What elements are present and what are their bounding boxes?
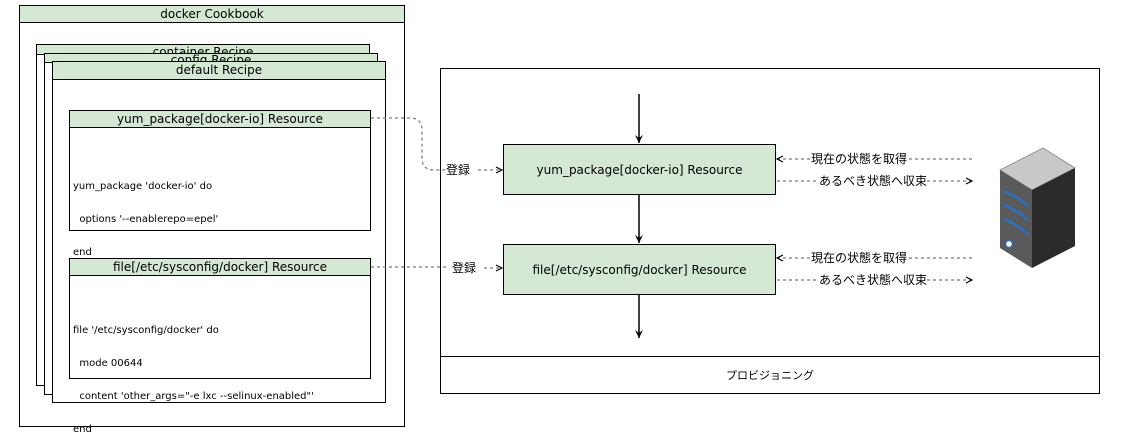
cookbook-resource-yum (69, 110, 371, 231)
register-label-2: 登録 (452, 261, 477, 275)
code-line: content 'other_args="-e lxc --selinux-en… (73, 391, 314, 402)
cookbook-resource-file-code: file '/etc/sysconfig/docker' do mode 006… (73, 303, 314, 446)
provisioning-divider (440, 356, 1100, 357)
code-line: mode 00644 (73, 358, 143, 369)
register-label-1: 登録 (446, 163, 471, 177)
get-state-label-2: 現在の状態を取得 (811, 251, 908, 265)
provision-resource-file: file[/etc/sysconfig/docker] Resource (503, 244, 776, 295)
code-line: options '--enablerepo=epel' (73, 214, 219, 225)
server-icon (999, 147, 1076, 268)
code-line: end (73, 424, 92, 435)
cookbook-resource-yum-code: yum_package 'docker-io' do options '--en… (73, 159, 218, 269)
provisioning-area (440, 68, 1100, 394)
cookbook-resource-file-title: file[/etc/sysconfig/docker] Resource (69, 258, 371, 276)
converge-label-1: あるべき状態へ収束 (819, 174, 928, 188)
get-state-label-1: 現在の状態を取得 (811, 152, 908, 166)
cookbook-title: docker Cookbook (19, 5, 405, 23)
provisioning-caption: プロビジョニング (726, 369, 814, 382)
recipe-default-title: default Recipe (52, 61, 386, 80)
link-yum (371, 117, 445, 171)
code-line: end (73, 247, 92, 258)
code-line: yum_package 'docker-io' do (73, 181, 213, 192)
code-line: file '/etc/sysconfig/docker' do (73, 325, 219, 336)
converge-label-2: あるべき状態へ収束 (819, 273, 928, 287)
cookbook-resource-yum-title: yum_package[docker-io] Resource (69, 110, 371, 128)
provision-resource-yum: yum_package[docker-io] Resource (503, 144, 776, 195)
